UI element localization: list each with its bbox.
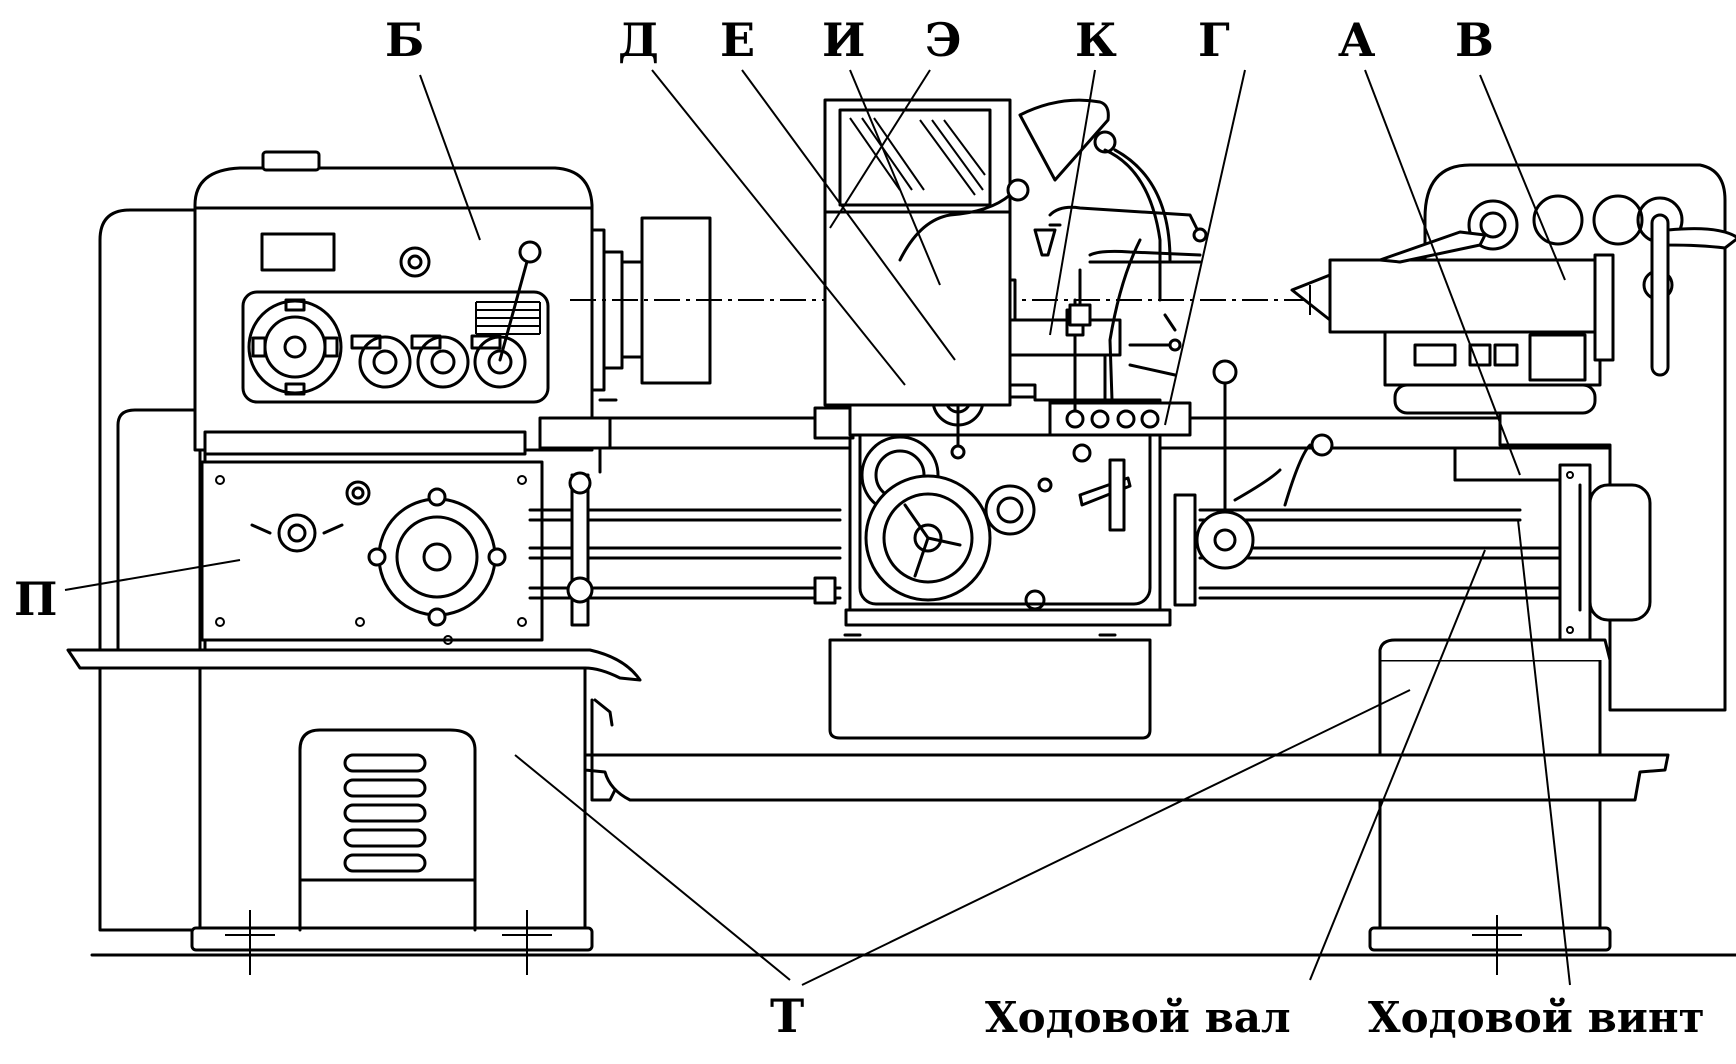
shafts bbox=[528, 471, 1582, 627]
speed-lever-knob[interactable] bbox=[518, 240, 542, 264]
label-Ae: Э bbox=[925, 13, 962, 67]
label-lead-screw: Ходовой винт bbox=[1368, 993, 1705, 1042]
headstock bbox=[193, 150, 594, 456]
label-I: И bbox=[822, 13, 865, 67]
apron bbox=[844, 398, 1172, 627]
chip-guard bbox=[823, 98, 1030, 407]
speed-lever[interactable] bbox=[498, 256, 530, 362]
tray-handle bbox=[590, 698, 617, 802]
chip-tray-left bbox=[66, 648, 642, 682]
left-pedestal bbox=[98, 658, 594, 975]
leader-lines bbox=[64, 69, 1571, 986]
label-T: Т bbox=[770, 989, 804, 1043]
label-A: А bbox=[1338, 13, 1376, 67]
carriage-lever[interactable] bbox=[1173, 359, 1334, 607]
label-K: К bbox=[1075, 13, 1117, 67]
label-G: Г bbox=[1198, 13, 1230, 67]
label-B: Б bbox=[385, 13, 424, 67]
end-bracket bbox=[1558, 463, 1652, 642]
label-P: П bbox=[14, 572, 57, 626]
label-feed-shaft: Ходовой вал bbox=[985, 993, 1291, 1042]
chuck bbox=[590, 216, 712, 402]
label-V: В bbox=[1455, 13, 1494, 67]
chip-tray bbox=[583, 753, 1670, 802]
motor-cabinet bbox=[98, 208, 207, 652]
label-D: Д bbox=[618, 13, 659, 67]
feed-gearbox bbox=[200, 460, 544, 645]
coolant-pipe bbox=[1033, 205, 1208, 327]
label-E: Е bbox=[720, 13, 755, 67]
vent-grille bbox=[343, 753, 427, 873]
right-pedestal bbox=[1368, 638, 1612, 975]
